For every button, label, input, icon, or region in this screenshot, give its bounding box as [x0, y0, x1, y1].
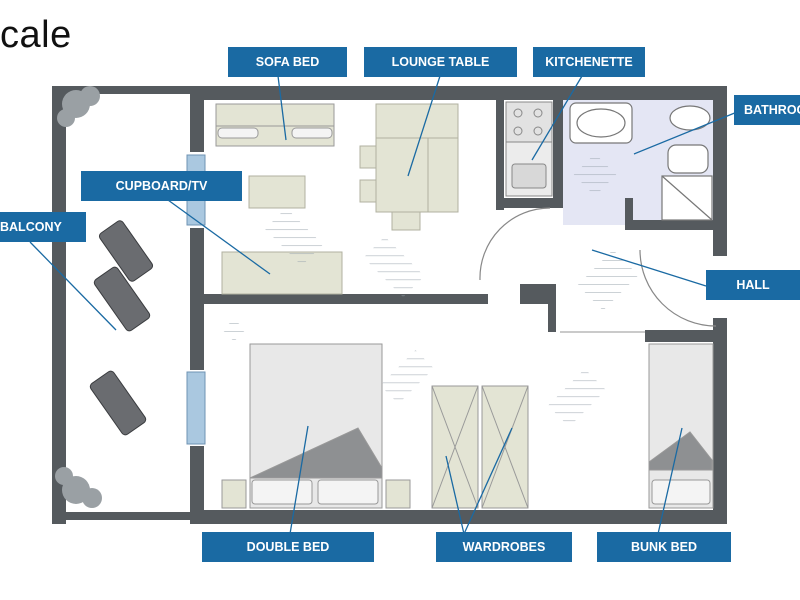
- label-balcony: BALCONY: [0, 212, 86, 242]
- double-bed: [221, 343, 411, 509]
- label-hall: HALL: [706, 270, 800, 300]
- sun-loungers: [89, 220, 154, 436]
- label-wardrobes: WARDROBES: [436, 532, 572, 562]
- label-kitchenette: KITCHENETTE: [533, 47, 645, 77]
- lounge-table: [359, 103, 459, 231]
- label-bunk-bed: BUNK BED: [597, 532, 731, 562]
- bunk-bed: [648, 343, 714, 509]
- floor-hatch-marks: [222, 153, 639, 427]
- sofa-bed: [215, 103, 335, 147]
- wardrobes: [431, 385, 529, 509]
- label-lounge-table: LOUNGE TABLE: [364, 47, 517, 77]
- label-cupboard-tv: CUPBOARD/TV: [81, 171, 242, 201]
- label-sofa-bed: SOFA BED: [228, 47, 347, 77]
- leader-lines: [29, 75, 743, 535]
- page-title: cale: [0, 14, 72, 56]
- bathroom-fixtures: [569, 102, 713, 221]
- plants: [55, 86, 102, 508]
- label-bathroom: BATHROO: [734, 95, 800, 125]
- walls: [52, 86, 727, 524]
- cupboard-tv: [221, 251, 343, 295]
- coffee-table: [248, 175, 306, 209]
- kitchenette: [505, 101, 553, 197]
- label-double-bed: DOUBLE BED: [202, 532, 374, 562]
